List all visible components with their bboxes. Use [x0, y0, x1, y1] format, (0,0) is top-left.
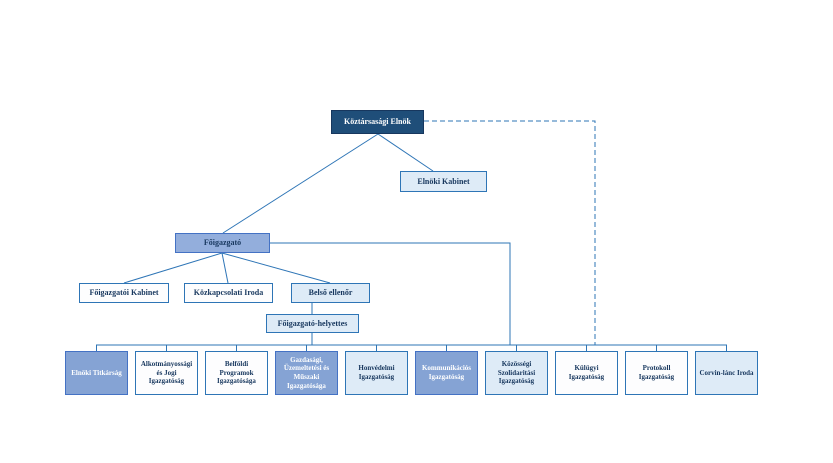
node-dept-foreign-affairs: Külügyi Igazgatóság — [555, 351, 618, 395]
node-dept-constitutional-legal: Alkotmányossági és Jogi Igazgatóság — [135, 351, 198, 395]
connector-dg-dgcabinet — [123, 252, 223, 284]
connector-president-dashed-elbow — [424, 120, 596, 345]
node-president: Köztársasági Elnök — [331, 110, 424, 134]
node-internal-auditor: Belső ellenőr — [291, 283, 370, 303]
connector-dg-auditor — [221, 252, 331, 284]
node-dept-corvin-chain-office: Corvin-lánc Iroda — [695, 351, 758, 395]
node-presidential-cabinet: Elnöki Kabinet — [400, 171, 487, 192]
node-dept-presidential-secretariat: Elnöki Titkárság — [65, 351, 128, 395]
node-dept-communications: Kommunikációs Igazgatóság — [415, 351, 478, 395]
connector-president-cabinet — [377, 133, 434, 172]
node-director-general: Főigazgató — [175, 233, 270, 253]
node-dg-cabinet: Főigazgatói Kabinet — [79, 283, 169, 303]
node-dept-economic-technical: Gazdasági, Üzemeltetési és Műszaki Igazg… — [275, 351, 338, 395]
node-dept-protocol: Protokoll Igazgatóság — [625, 351, 688, 395]
connector-dg-departments-elbow — [270, 242, 511, 345]
node-public-relations-office: Közkapcsolati Iroda — [184, 283, 273, 303]
node-dept-domestic-programs: Belföldi Programok Igazgatósága — [205, 351, 268, 395]
node-deputy-director-general: Főigazgató-helyettes — [266, 314, 359, 333]
connector-president-dg — [222, 133, 379, 234]
connector-dg-publicrelations — [221, 252, 229, 284]
node-dept-community-solidarity: Közösségi Szolidaritási Igazgatóság — [485, 351, 548, 395]
node-dept-defense: Honvédelmi Igazgatóság — [345, 351, 408, 395]
